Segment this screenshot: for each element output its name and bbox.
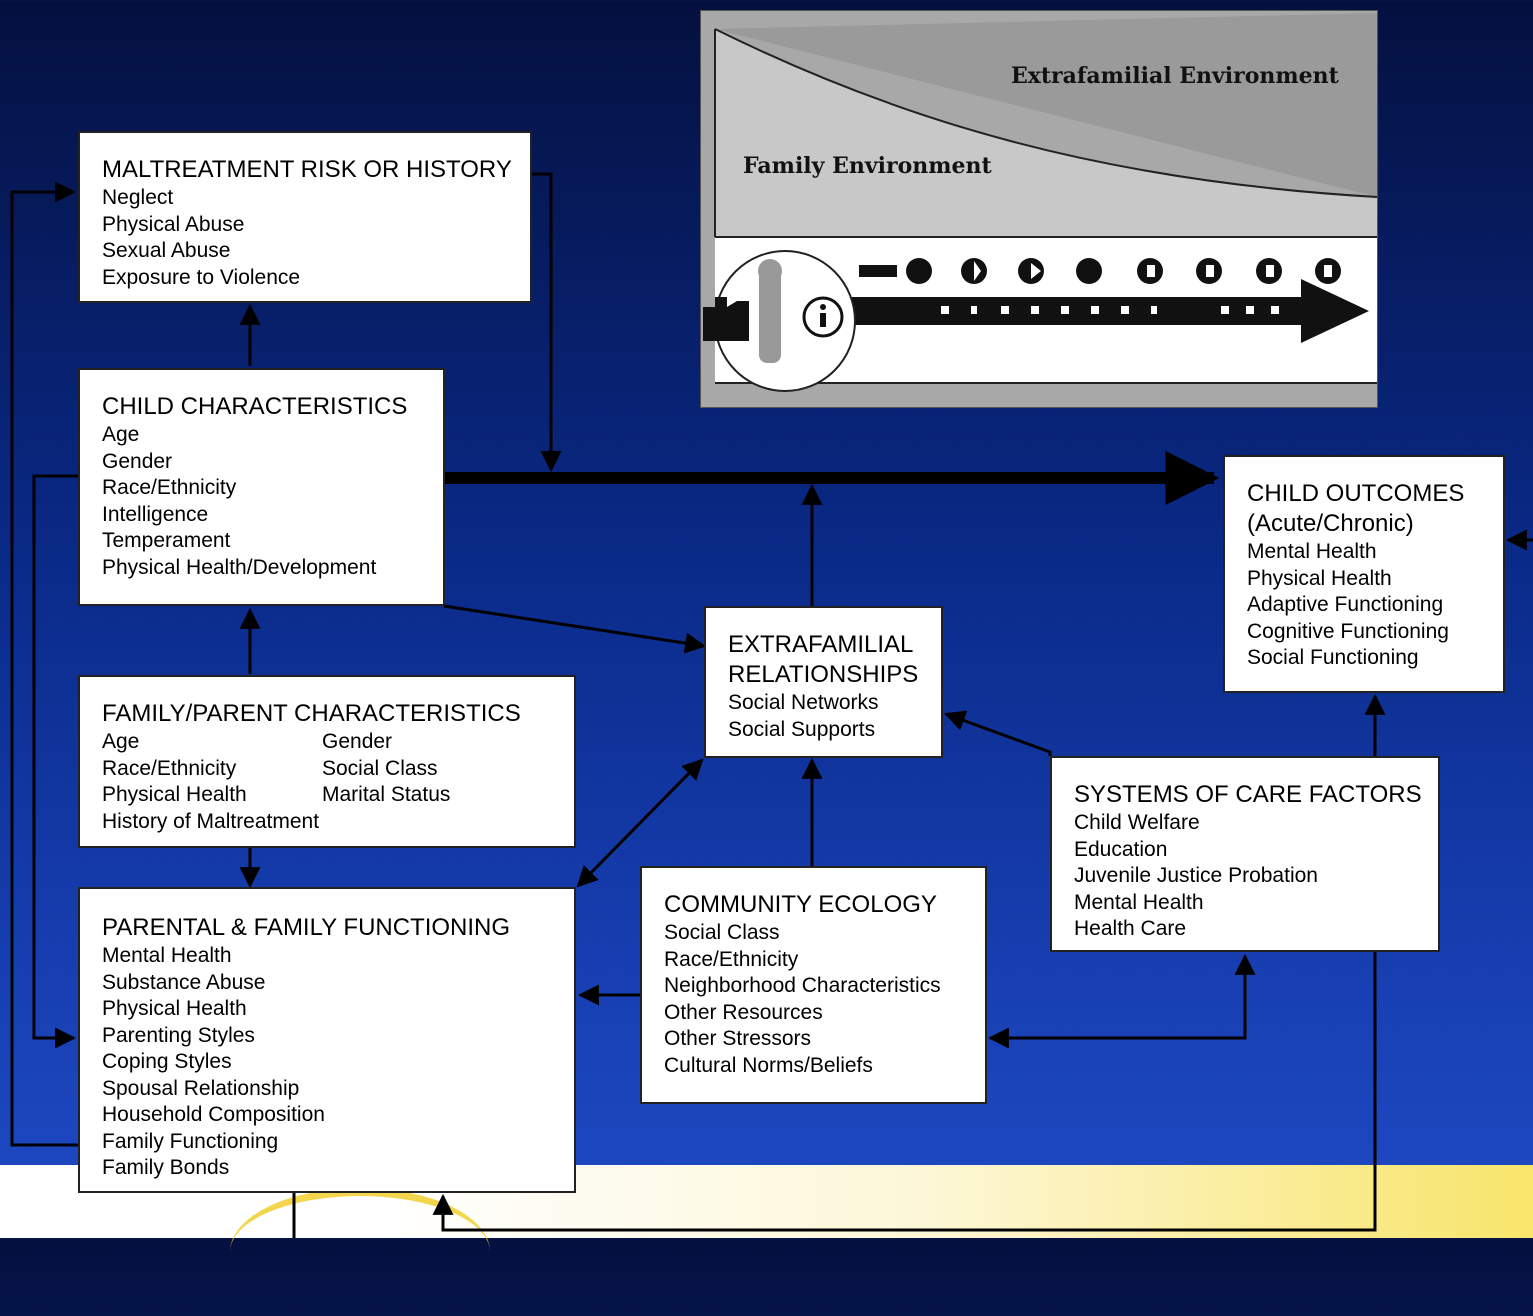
arrow-functioning-extrafamilial	[576, 758, 704, 888]
family-parent-item: Age	[102, 730, 140, 753]
child-characteristics-item: Physical Health/Development	[102, 555, 377, 579]
maltreatment-title: MALTREATMENT RISK OR HISTORY	[102, 156, 512, 183]
family-environment-label: Family Environment	[743, 153, 992, 179]
systems-item: Child Welfare	[1074, 811, 1200, 834]
systems-title: SYSTEMS OF CARE FACTORS	[1074, 781, 1422, 808]
child-characteristics-box: CHILD CHARACTERISTICS Age Gender Race/Et…	[78, 368, 445, 606]
community-ecology-box: COMMUNITY ECOLOGY Social Class Race/Ethn…	[640, 866, 987, 1104]
child-outcomes-box: CHILD OUTCOMES (Acute/Chronic) Mental He…	[1223, 455, 1505, 693]
systems-item: Juvenile Justice Probation	[1074, 864, 1318, 887]
child-characteristics-item: Intelligence	[102, 502, 209, 526]
connector-lines	[10, 172, 1533, 1238]
child-characteristics-item: Age	[102, 423, 140, 446]
maltreatment-item: Sexual Abuse	[102, 239, 231, 262]
extrafamilial-title: EXTRAFAMILIAL RELATIONSHIPS	[728, 631, 919, 688]
community-item: Cultural Norms/Beliefs	[664, 1053, 873, 1077]
extrafamilial-item: Social Networks	[728, 691, 879, 714]
parental-family-item: Substance Abuse	[102, 970, 266, 994]
parental-family-functioning-box: PARENTAL & FAMILY FUNCTIONING Mental Hea…	[78, 887, 576, 1193]
parental-family-item: Family Functioning	[102, 1129, 279, 1153]
outcomes-title: CHILD OUTCOMES (Acute/Chronic)	[1247, 480, 1465, 537]
maltreatment-item: Physical Abuse	[102, 212, 245, 236]
community-item: Race/Ethnicity	[664, 947, 799, 971]
maltreatment-item: Exposure to Violence	[102, 265, 301, 289]
arrow-maltreatment-to-pathway	[531, 172, 562, 473]
family-parent-title: FAMILY/PARENT CHARACTERISTICS	[102, 700, 521, 727]
environment-graphic	[703, 13, 1378, 392]
parental-family-item: Physical Health	[102, 997, 247, 1020]
child-characteristics-item: Race/Ethnicity	[102, 476, 237, 499]
family-parent-item: Social Class	[322, 756, 438, 780]
arrow-functioning-to-maltreatment	[10, 181, 78, 1147]
systems-item: Education	[1074, 837, 1168, 861]
family-parent-characteristics-box: FAMILY/PARENT CHARACTERISTICS Age Gender…	[78, 675, 576, 848]
parental-family-item: Coping Styles	[102, 1050, 232, 1073]
environment-inset: Extrafamilial Environment Family Environ…	[700, 10, 1378, 408]
extrafamilial-relationships-box: EXTRAFAMILIAL RELATIONSHIPS Social Netwo…	[704, 606, 943, 758]
arrow-systems-to-functioning	[432, 952, 1377, 1232]
outcomes-item: Social Functioning	[1247, 646, 1419, 669]
systems-item: Health Care	[1074, 917, 1187, 940]
outcomes-item: Physical Health	[1247, 566, 1392, 590]
community-title: COMMUNITY ECOLOGY	[664, 891, 937, 918]
family-parent-item: History of Maltreatment	[102, 809, 320, 833]
parental-family-item: Mental Health	[102, 944, 232, 967]
child-characteristics-item: Temperament	[102, 529, 231, 552]
child-characteristics-title: CHILD CHARACTERISTICS	[102, 393, 408, 420]
parental-family-item: Family Bonds	[102, 1156, 230, 1179]
child-characteristics-item: Gender	[102, 449, 173, 473]
systems-item: Mental Health	[1074, 890, 1204, 914]
outcomes-item: Cognitive Functioning	[1247, 619, 1449, 643]
community-item: Other Resources	[664, 1000, 823, 1024]
community-item: Neighborhood Characteristics	[664, 974, 941, 997]
systems-of-care-box: SYSTEMS OF CARE FACTORS Child Welfare Ed…	[1050, 756, 1440, 952]
community-item: Other Stressors	[664, 1027, 812, 1050]
arrow-community-systems	[987, 953, 1256, 1049]
family-parent-item: Physical Health	[102, 783, 247, 806]
arrow-systems-to-extrafamilial	[944, 710, 1052, 756]
extrafamilial-item: Social Supports	[728, 717, 876, 741]
extrafamilial-environment-label: Extrafamilial Environment	[1011, 63, 1339, 89]
parental-family-item: Household Composition	[102, 1103, 325, 1126]
maltreatment-risk-box: MALTREATMENT RISK OR HISTORY Neglect Phy…	[78, 131, 532, 303]
family-parent-grid: Age Gender Race/Ethnicity Social Class P…	[102, 729, 574, 809]
family-parent-item: Marital Status	[322, 783, 451, 806]
outcomes-item: Adaptive Functioning	[1247, 593, 1444, 616]
family-parent-item: Gender	[322, 730, 393, 753]
maltreatment-item: Neglect	[102, 186, 174, 209]
parental-family-item: Spousal Relationship	[102, 1076, 300, 1100]
arrow-child-to-extrafamilial	[443, 604, 707, 654]
parental-family-title: PARENTAL & FAMILY FUNCTIONING	[102, 914, 511, 941]
family-parent-item: Race/Ethnicity	[102, 756, 237, 780]
parental-family-item: Parenting Styles	[102, 1023, 255, 1047]
outcomes-item: Mental Health	[1247, 540, 1377, 563]
arrow-child-to-functioning	[32, 474, 78, 1049]
community-item: Social Class	[664, 921, 780, 944]
